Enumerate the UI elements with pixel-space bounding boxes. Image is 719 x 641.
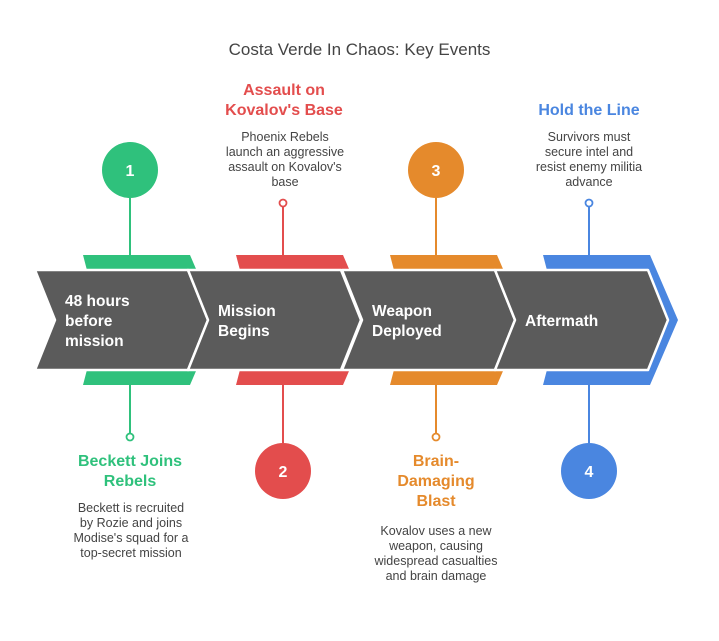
arrow-shape-3 [340, 268, 517, 372]
event-desc-3: Kovalov uses a new weapon, causing wides… [374, 524, 498, 583]
step-number-1: 1 [126, 163, 135, 180]
arrow-shape-2 [186, 268, 363, 372]
arrow-label-line: Weapon [372, 303, 432, 320]
arrow-label-line: Deployed [372, 323, 442, 340]
arrow-label-4: Aftermath [525, 313, 598, 330]
connector-dot-4 [584, 198, 594, 208]
connector-dot-3 [431, 432, 441, 442]
step-number-2: 2 [279, 464, 288, 481]
event-desc-1: Beckett is recruited by Rozie and joins … [73, 501, 189, 560]
step-circle-3 [408, 142, 464, 198]
event-title-4: Hold the Line [538, 102, 640, 119]
connector-dot-2 [278, 198, 288, 208]
step-circle-1 [102, 142, 158, 198]
arrow-label-1: 48 hours before mission [65, 293, 130, 350]
connector-dot-1 [125, 432, 135, 442]
event-desc-4: Survivors must secure intel and resist e… [535, 130, 643, 189]
step-circle-2 [255, 443, 311, 499]
step-number-3: 3 [432, 163, 441, 180]
event-title-3: Brain-Damaging Blast [397, 453, 475, 510]
diagram-title: Costa Verde In Chaos: Key Events [228, 40, 491, 59]
arrow-shape-4 [493, 268, 670, 372]
event-title-2: Assault on Kovalov's Base [225, 82, 343, 119]
step-number-4: 4 [585, 464, 594, 481]
arrow-label-line: Begins [218, 323, 270, 340]
arrow-shape-1 [33, 268, 210, 372]
event-title-1: Beckett Joins Rebels [77, 453, 183, 490]
arrow-label-line: 48 hours [65, 293, 130, 310]
arrow-label-line: before [65, 313, 113, 330]
arrow-label-line: Aftermath [525, 313, 598, 330]
arrow-label-line: Mission [218, 303, 276, 320]
event-desc-2: Phoenix Rebels launch an aggressive assa… [225, 130, 345, 189]
step-circle-4 [561, 443, 617, 499]
arrow-label-line: mission [65, 333, 124, 350]
